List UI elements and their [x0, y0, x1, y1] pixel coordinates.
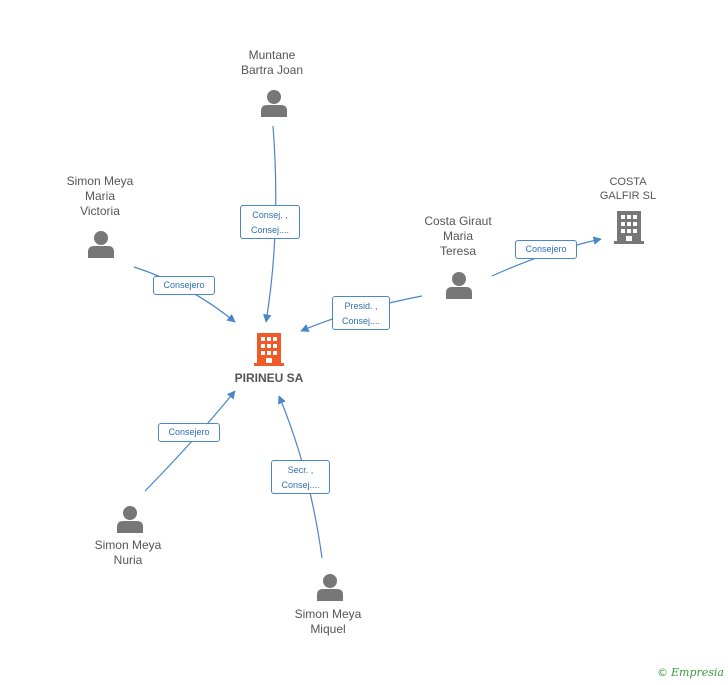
copyright-icon: © — [657, 666, 668, 679]
edge-label-nuria: Consejero — [158, 423, 220, 442]
person-label-miquel[interactable]: Simon Meya Miquel — [294, 607, 362, 636]
edge-label-teresa-central: Presid. , Consej.... — [332, 296, 390, 330]
edge-label-miquel: Secr. , Consej.... — [271, 460, 330, 494]
person-icon[interactable] — [316, 573, 344, 601]
central-company-label[interactable]: PIRINEU SA — [234, 371, 304, 385]
person-label-muntane[interactable]: Muntane Bartra Joan — [240, 48, 304, 77]
edge-label-muntane: Consej. , Consej.... — [240, 205, 300, 239]
person-icon[interactable] — [116, 505, 144, 533]
person-icon[interactable] — [260, 89, 288, 117]
person-icon[interactable] — [445, 271, 473, 299]
building-icon[interactable] — [254, 332, 284, 366]
person-icon[interactable] — [87, 230, 115, 258]
watermark: ©Empresia — [657, 666, 724, 679]
person-label-victoria[interactable]: Simon Meya Maria Victoria — [66, 174, 134, 218]
building-icon[interactable] — [614, 210, 644, 244]
person-label-teresa[interactable]: Costa Giraut Maria Teresa — [424, 214, 492, 258]
watermark-brand: Empresia — [671, 666, 724, 679]
person-label-nuria[interactable]: Simon Meya Nuria — [94, 538, 162, 567]
company-label-costa-galfir[interactable]: COSTA GALFIR SL — [599, 176, 657, 202]
edge-label-teresa-costa: Consejero — [515, 240, 577, 259]
edge-label-victoria: Consejero — [153, 276, 215, 295]
